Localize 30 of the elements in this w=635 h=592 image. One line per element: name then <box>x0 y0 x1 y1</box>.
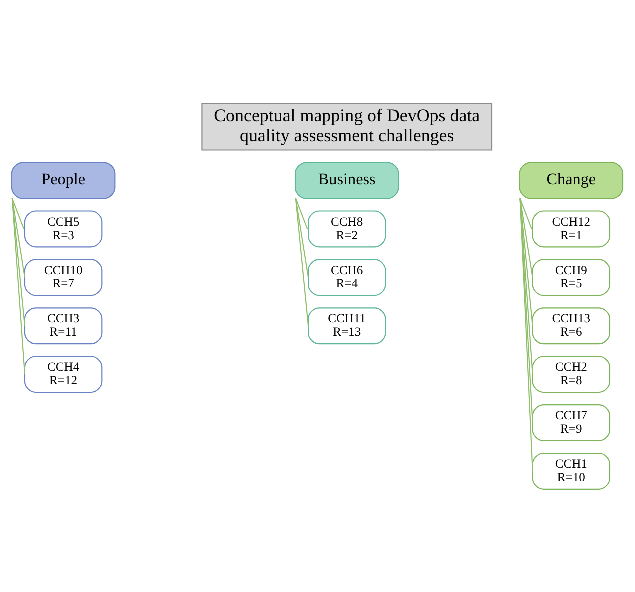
connector <box>295 198 310 326</box>
node-box: CCH9 R=5 <box>532 258 611 296</box>
connector <box>12 198 26 278</box>
node-box: CCH1 R=10 <box>532 452 611 490</box>
node-box: CCH12 R=1 <box>532 210 611 248</box>
node-box: Change <box>519 162 624 199</box>
node-box: CCH2 R=8 <box>532 356 611 393</box>
node-box: CCH13 R=6 <box>532 307 611 344</box>
connector <box>520 198 534 423</box>
node-box: CCH11 R=13 <box>308 307 386 344</box>
node-box: CCH8 R=2 <box>308 210 386 248</box>
connector <box>520 198 534 471</box>
node-box: CCH10 R=7 <box>24 258 103 296</box>
connector <box>520 198 534 326</box>
connector <box>12 198 26 374</box>
node-box: People <box>11 162 116 199</box>
node-box: Conceptual mapping of DevOps data quality assessment challenges <box>202 102 493 150</box>
node-box: CCH7 R=9 <box>532 404 611 441</box>
node-box: CCH6 R=4 <box>308 258 386 296</box>
connector <box>520 198 534 278</box>
connector <box>295 198 310 278</box>
node-box: CCH3 R=11 <box>24 307 103 344</box>
connector <box>12 198 26 326</box>
node-box: Business <box>294 162 400 199</box>
node-box: CCH4 R=12 <box>24 356 103 393</box>
connector <box>520 198 532 229</box>
node-box: CCH5 R=3 <box>24 210 103 248</box>
connector <box>295 198 308 229</box>
connector <box>520 198 534 374</box>
connector <box>12 198 25 229</box>
